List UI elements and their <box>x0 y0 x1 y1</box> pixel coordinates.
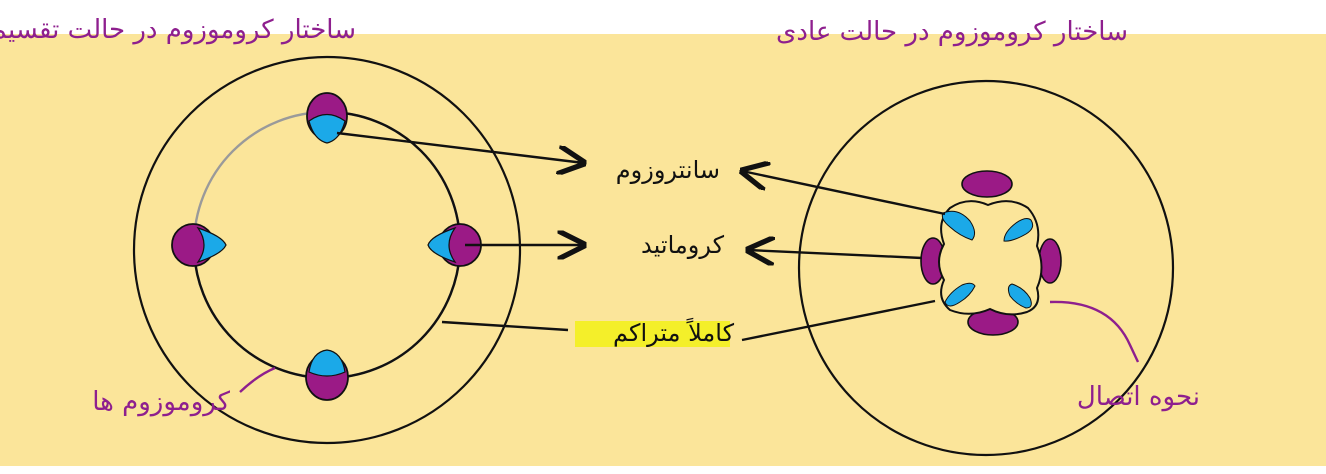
right-title: ساختار کروموزوم در حالت عادی <box>776 17 1128 47</box>
right-blob-top <box>962 171 1012 197</box>
right-note: نحوه اتصال <box>1077 382 1200 412</box>
center-label-mid: کروماتید <box>641 231 725 259</box>
right-blob-right <box>1039 239 1061 283</box>
center-label-bottom: کاملاً متراکم <box>613 317 735 347</box>
left-title: ساختار کروموزوم در حالت تقسیم <box>0 15 356 45</box>
center-label-top: سانتروزوم <box>616 156 720 184</box>
left-note: کروموزوم ها <box>92 387 230 417</box>
